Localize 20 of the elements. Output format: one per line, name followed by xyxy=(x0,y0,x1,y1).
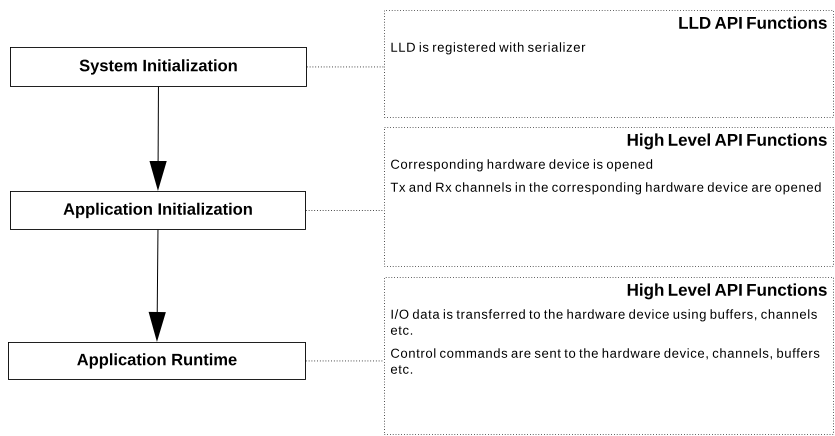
dotted-panel xyxy=(384,10,834,118)
connector-line xyxy=(306,360,384,362)
connector-line xyxy=(306,66,384,68)
description-text: I/O data is transferred to the hardware device using buffers, channels etc. xyxy=(390,309,817,335)
dotted-panel xyxy=(384,276,834,435)
description-text: Control commands are sent to the hardware device, channels, buffers etc. xyxy=(390,348,820,374)
description-text: Tx and Rx channels in the corresponding hardware device are opened xyxy=(390,182,821,194)
panel-heading: High Level API Functions xyxy=(628,283,827,300)
connector-line xyxy=(306,210,384,211)
step-box xyxy=(10,46,307,87)
step-label: Application Initialization xyxy=(64,202,252,218)
step-box xyxy=(8,342,306,380)
description-text: LLD is registered with serializer xyxy=(391,42,586,54)
step-label: System Initialization xyxy=(80,59,237,75)
step-label: Application Runtime xyxy=(77,353,237,369)
dotted-panel xyxy=(384,127,834,267)
panel-heading: LLD API Functions xyxy=(679,16,827,29)
step-box xyxy=(10,191,306,230)
description-text: Corresponding hardware device is opened xyxy=(391,159,652,172)
panel-heading: High Level API Functions xyxy=(628,133,827,150)
